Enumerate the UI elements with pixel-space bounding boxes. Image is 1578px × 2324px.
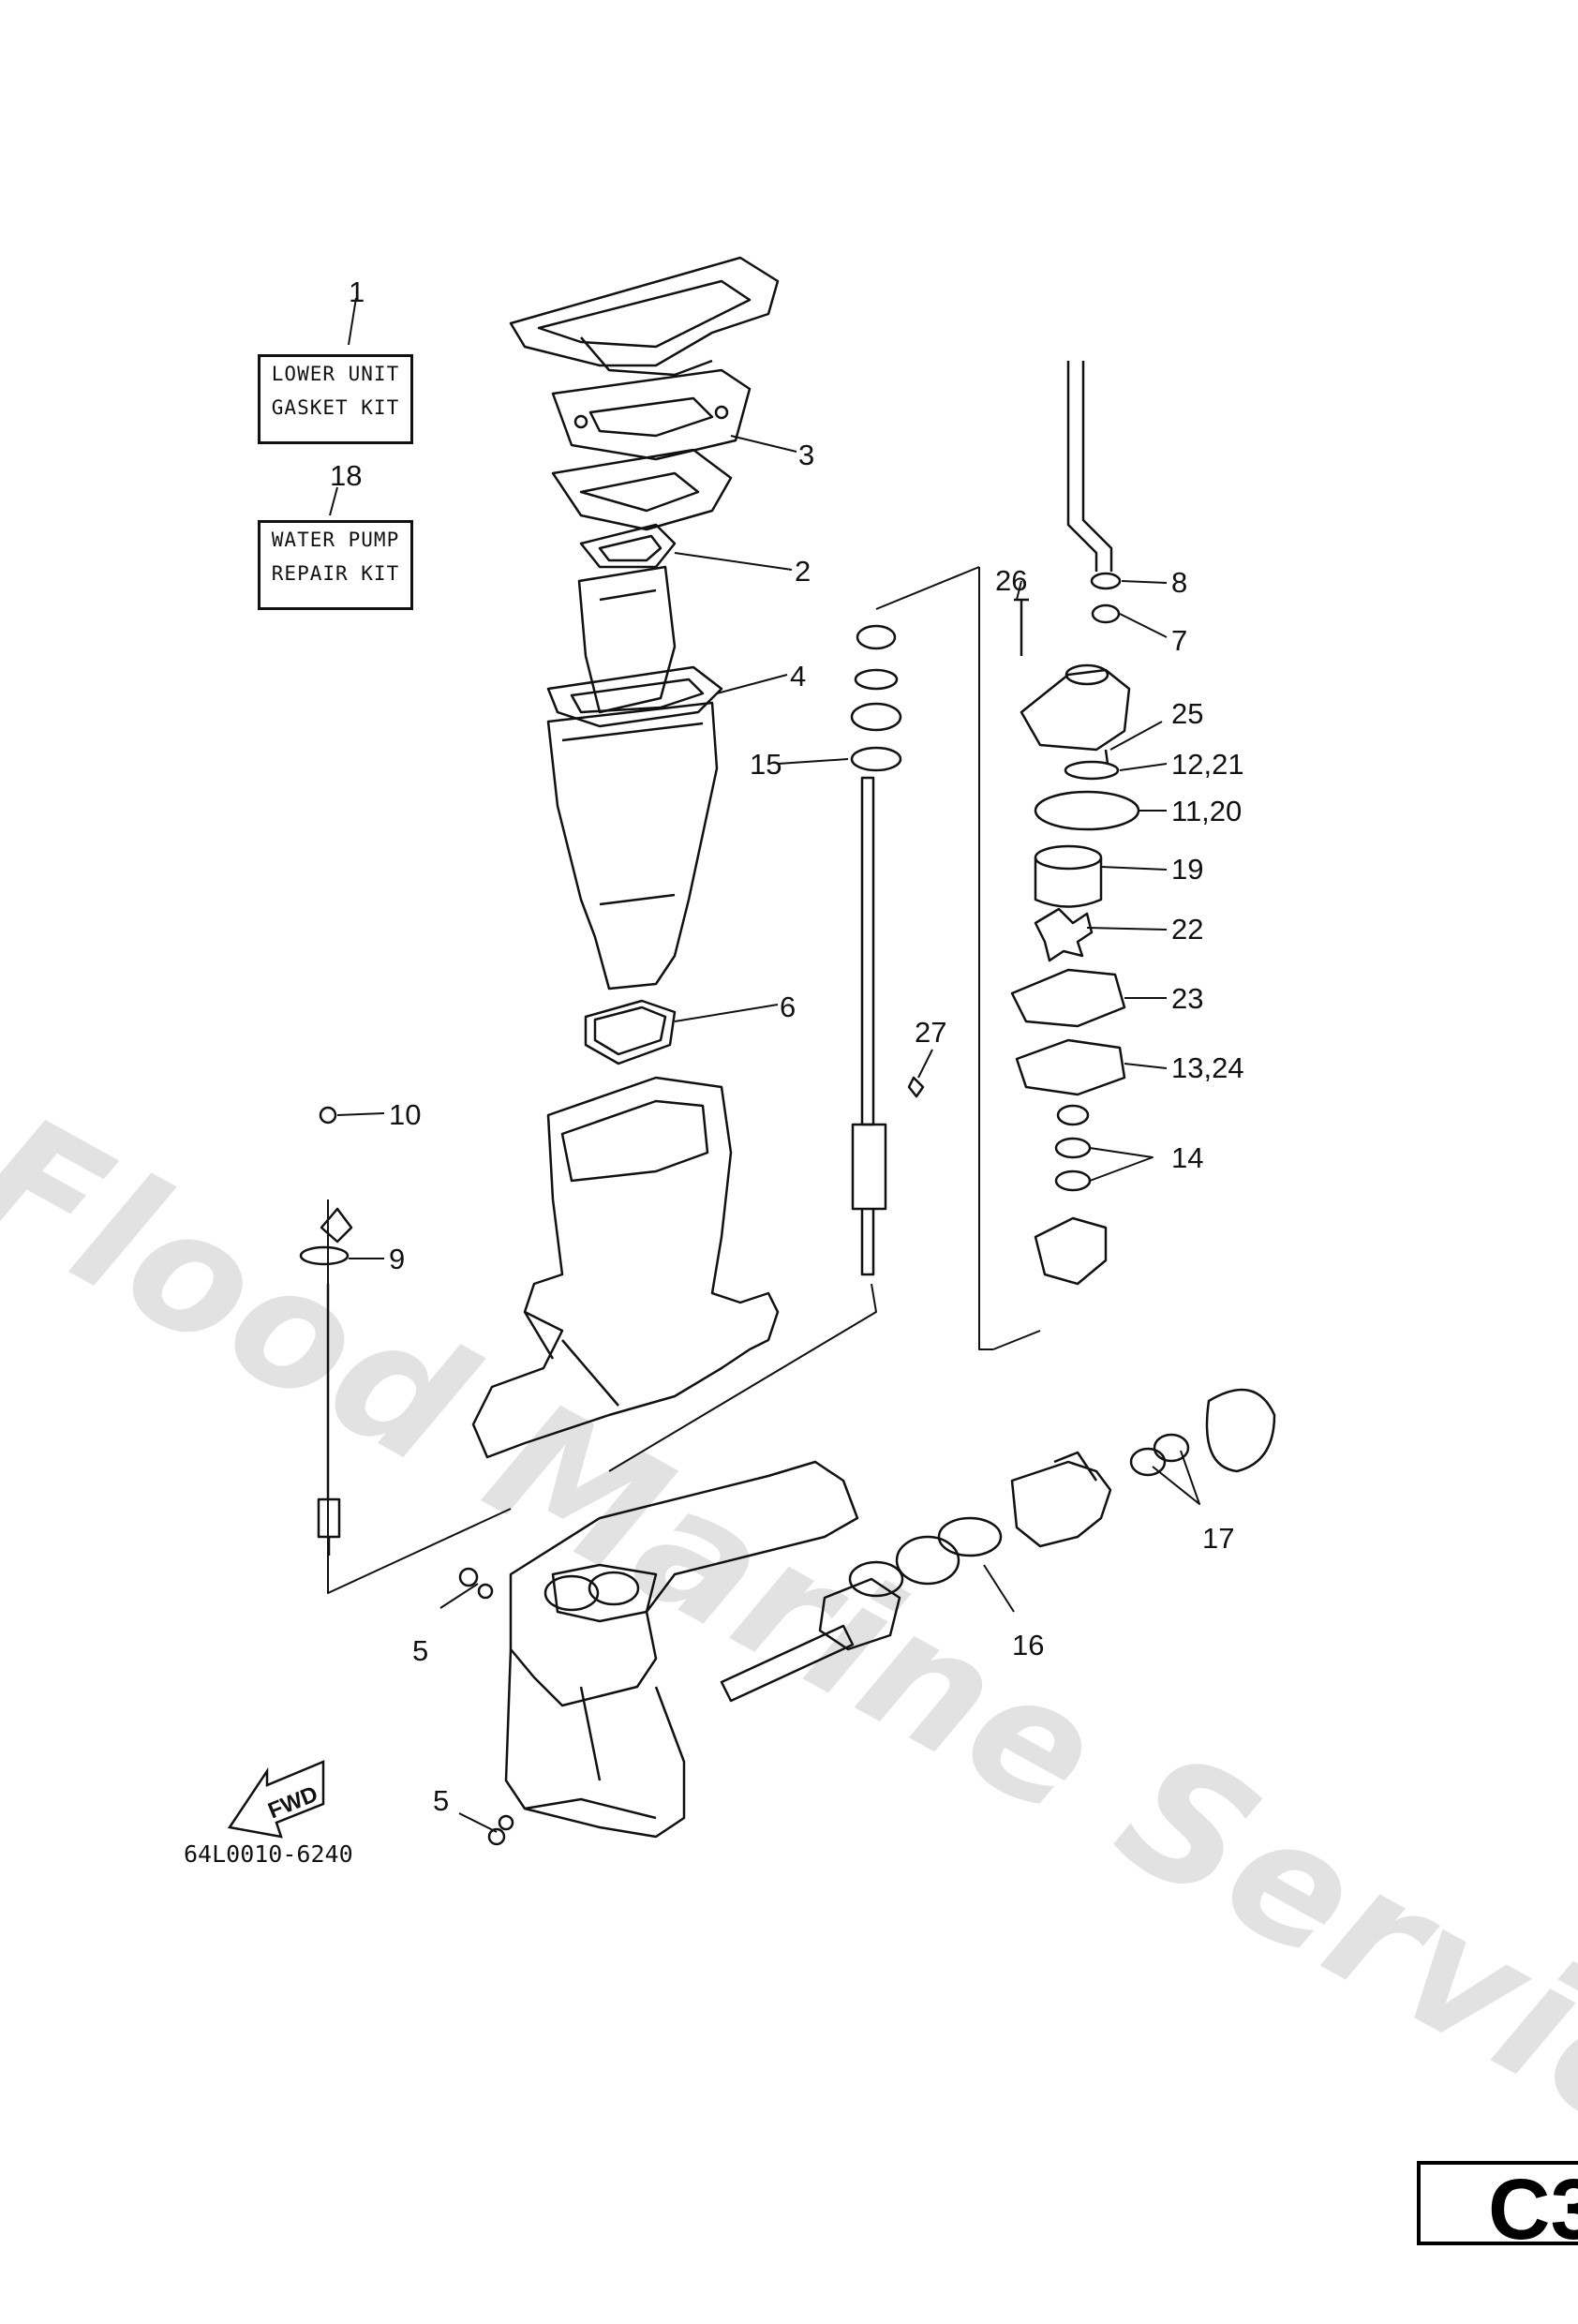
callout-6: 6	[780, 991, 796, 1023]
bearing-16-part	[895, 1535, 960, 1586]
callout-1: 1	[349, 276, 365, 308]
callout-3: 3	[798, 439, 814, 471]
catalog-number: 64L0010-6240	[184, 1840, 353, 1868]
callout-11-20: 11,20	[1171, 795, 1242, 827]
forward-gear-part	[818, 1577, 901, 1651]
o-ring-11-part	[1034, 790, 1140, 831]
seal-6-part	[584, 999, 677, 1065]
cover-ring-part	[1205, 1388, 1276, 1473]
impeller-part	[1034, 907, 1094, 962]
upper-casing-part	[471, 1076, 780, 1459]
kit-1-line-1: LOWER UNIT	[271, 363, 400, 385]
page-tag-label: C3	[1488, 2162, 1578, 2257]
callout-numbers: 1 18 3 2 4 6 10 9 5 5 15 27 26 8 7 25 12…	[330, 276, 1244, 1817]
plug-5a-part	[458, 1567, 479, 1587]
oil-seal-part	[856, 624, 897, 650]
callout-19: 19	[1171, 853, 1203, 886]
bearing-part	[850, 702, 902, 732]
callout-9: 9	[389, 1243, 405, 1275]
callout-5-lower: 5	[433, 1784, 449, 1817]
plug-5b-part	[477, 1583, 494, 1600]
exhaust-guide-part	[577, 565, 677, 714]
o-ring-9-part	[299, 1245, 350, 1266]
exhaust-manifold-part	[546, 701, 719, 991]
shift-rod-part	[317, 1207, 353, 1556]
callout-14: 14	[1171, 1141, 1203, 1174]
pin-25-part	[1104, 749, 1109, 765]
lower-casing-part	[504, 1460, 859, 1839]
o-ring-12-part	[1064, 760, 1120, 781]
callout-leaders	[329, 297, 1200, 1833]
propeller-housing-part	[1010, 1451, 1112, 1548]
fwd-arrow-icon: FWD	[227, 1760, 325, 1839]
drive-shaft-part	[851, 776, 887, 1276]
callout-12-21: 12,21	[1171, 748, 1244, 781]
callout-2: 2	[795, 555, 811, 588]
leader-lines	[327, 566, 1041, 1594]
washer-part	[854, 668, 899, 691]
o-ring-16-part	[937, 1516, 1003, 1557]
outer-plate-part	[1010, 968, 1126, 1028]
kit-18-line-1: WATER PUMP	[271, 529, 400, 551]
o-ring-15-part	[850, 746, 902, 772]
callout-13-24: 13,24	[1171, 1051, 1244, 1084]
pump-insert-part	[1034, 844, 1103, 908]
gasket-2-part	[579, 523, 677, 569]
water-tube-part	[1066, 361, 1113, 572]
page-tag-box: C3	[1417, 2161, 1578, 2257]
callout-7: 7	[1171, 624, 1187, 657]
gasket-3-part	[551, 368, 752, 461]
callout-25: 25	[1171, 697, 1203, 730]
gasket-13-part	[1015, 1038, 1126, 1096]
lower-unit-gasket-kit-box: LOWER UNIT GASKET KIT	[258, 354, 413, 444]
seal-14a-part	[1054, 1137, 1092, 1159]
water-pump-repair-kit-box: WATER PUMP REPAIR KIT	[258, 520, 413, 610]
plug-5d-part	[498, 1814, 514, 1831]
seal-17b-part	[1153, 1433, 1190, 1463]
bolt-26-part	[1014, 598, 1029, 656]
propeller-shaft-part	[720, 1624, 855, 1703]
upper-cover-part	[509, 256, 780, 377]
callout-22: 22	[1171, 913, 1203, 946]
callout-27: 27	[915, 1016, 946, 1049]
water-pump-housing-part	[1020, 663, 1131, 752]
callout-15: 15	[750, 748, 782, 781]
key-27-part	[907, 1076, 925, 1098]
callout-10: 10	[389, 1098, 421, 1131]
callout-8: 8	[1171, 566, 1187, 599]
callout-26: 26	[995, 564, 1027, 597]
seal-14b-part	[1054, 1169, 1092, 1192]
callout-16: 16	[1012, 1629, 1044, 1661]
grommet-8-part	[1090, 572, 1122, 590]
callout-17: 17	[1202, 1522, 1234, 1555]
seal-part	[1056, 1104, 1090, 1126]
callout-5-upper: 5	[412, 1634, 428, 1667]
plug-5c-part	[487, 1827, 506, 1846]
gasket-4-part	[546, 665, 723, 728]
pump-case-part	[1034, 1216, 1108, 1286]
seal-17a-part	[1129, 1447, 1167, 1477]
collar-7-part	[1091, 603, 1121, 624]
grommet-10-part	[319, 1106, 337, 1125]
shim-part	[848, 1560, 904, 1598]
callout-18: 18	[330, 459, 362, 492]
kit-18-line-2: REPAIR KIT	[271, 562, 400, 585]
callout-4: 4	[790, 660, 806, 693]
plate-part	[551, 448, 733, 531]
kit-1-line-2: GASKET KIT	[271, 396, 400, 419]
callout-23: 23	[1171, 982, 1203, 1015]
